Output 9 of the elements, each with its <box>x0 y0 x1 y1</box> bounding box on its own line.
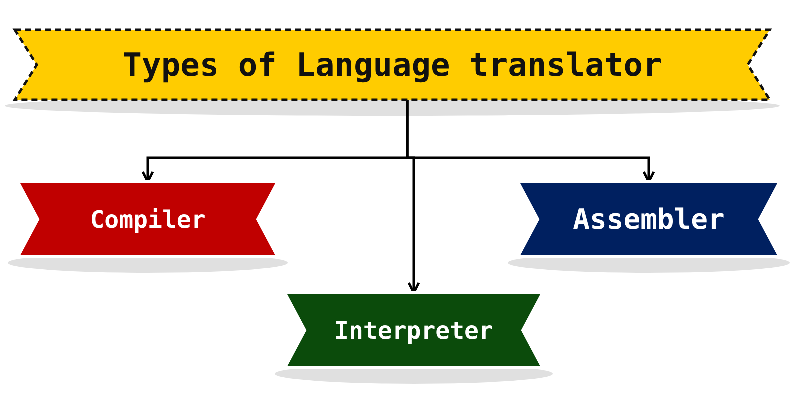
ribbon-banner <box>15 30 770 100</box>
ribbon-banner <box>285 293 543 368</box>
ribbon-banner <box>518 182 780 257</box>
banner-title: Interpreter <box>334 316 494 344</box>
connector-arrow <box>406 100 656 184</box>
banner-title: Types of Language translator <box>122 46 662 84</box>
banner-title: Assembler <box>573 203 725 236</box>
ribbon-banner <box>18 182 278 257</box>
banner-title: Compiler <box>90 206 206 234</box>
